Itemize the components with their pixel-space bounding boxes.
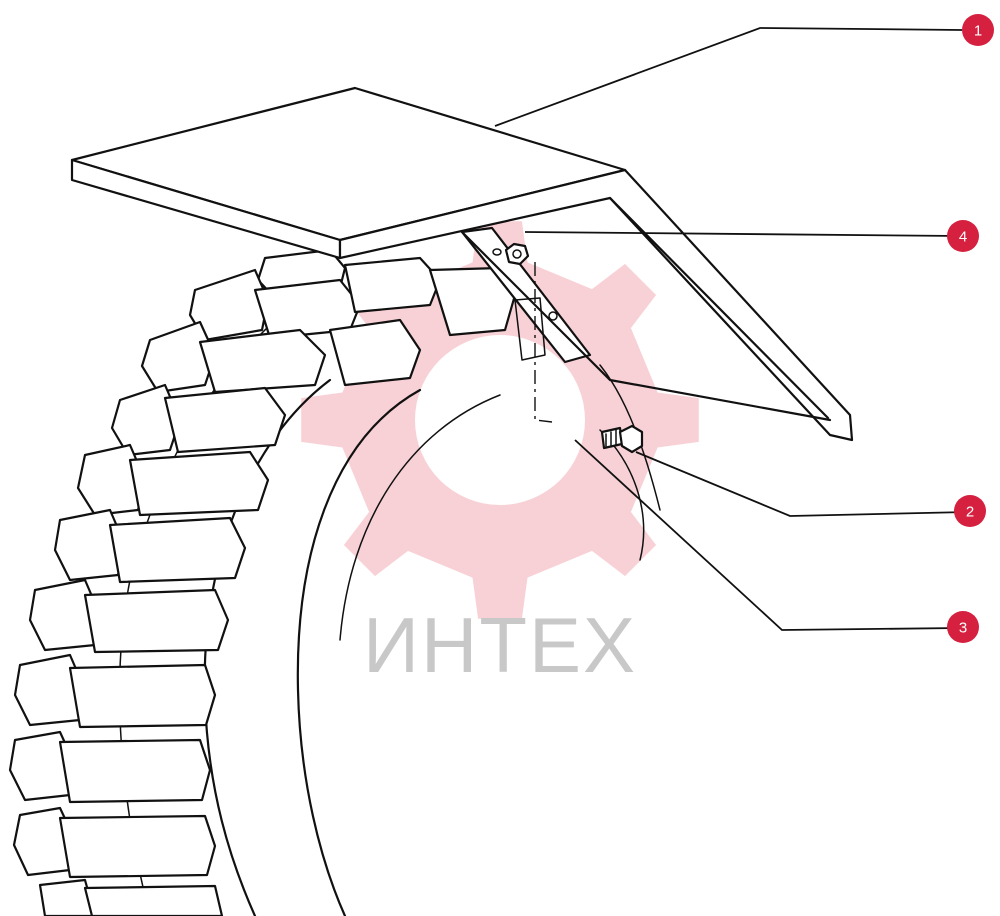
svg-text:1: 1 (974, 23, 982, 40)
callout-1[interactable]: 1 (962, 14, 994, 46)
nut (492, 242, 530, 266)
fender-top-surface (70, 86, 627, 242)
leader-lines (494, 27, 969, 631)
fender-flap-inner-edge (608, 196, 830, 420)
watermark-text: ИНТЕХ (363, 601, 637, 689)
callout-2[interactable]: 2 (954, 495, 986, 527)
tread-lugs (8, 248, 517, 916)
svg-text:3: 3 (959, 620, 967, 637)
mounting-bracket (460, 226, 832, 511)
callouts: 1 4 2 3 (947, 14, 994, 643)
leader-line-4 (524, 231, 961, 237)
tire-rim-arc (339, 394, 501, 641)
assembly-axis-line (534, 262, 553, 423)
callout-4[interactable]: 4 (947, 220, 979, 252)
svg-text:4: 4 (959, 229, 967, 246)
fender-plate (70, 86, 854, 442)
leader-line-1 (494, 27, 963, 127)
tire (8, 248, 645, 916)
svg-text:2: 2 (966, 504, 974, 521)
tire-sidewall-inner (296, 388, 422, 916)
bolt (600, 424, 644, 454)
callout-3[interactable]: 3 (947, 611, 979, 643)
leader-line-3 (574, 439, 961, 631)
fender-side-flap (338, 168, 854, 442)
leader-line-2 (635, 451, 969, 517)
